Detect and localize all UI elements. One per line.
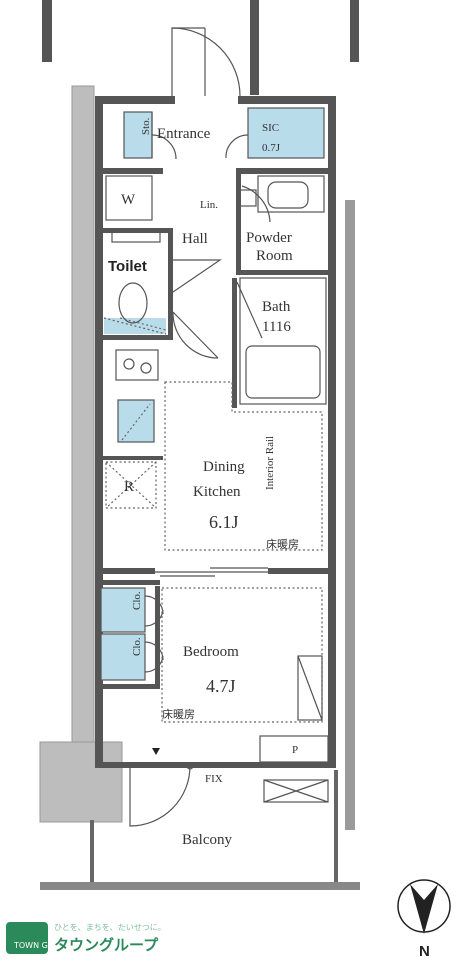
sto-closet <box>123 111 153 159</box>
vanity <box>257 175 325 213</box>
toilet-label: Toilet <box>108 258 147 275</box>
dk-door <box>172 311 219 359</box>
dining-kitchen-heated-area <box>164 381 323 551</box>
bathroom <box>239 277 327 405</box>
washer-space <box>105 175 153 221</box>
dk-floor-heating: 床暖房 <box>266 537 299 551</box>
bedroom-label: Bedroom <box>183 644 239 660</box>
sic-size: 0.7J <box>262 142 281 154</box>
hall-label: Hall <box>182 231 208 247</box>
bath-label: Bath <box>262 299 291 315</box>
linen-closet <box>239 189 257 207</box>
closet-1-label: Clo. <box>131 591 143 610</box>
balcony-door <box>129 765 191 827</box>
sink <box>267 181 309 209</box>
kitchen-sink <box>117 399 155 443</box>
entrance-label: Entrance <box>157 126 211 142</box>
company-logo: TOWN GROUP ひとを、まちを、たいせつに。 タウングループ <box>6 922 166 954</box>
sic-label: SIC <box>262 122 279 134</box>
bath-size: 1116 <box>262 319 291 335</box>
logo-mark-text: TOWN GROUP <box>13 941 71 950</box>
balcony-railing <box>40 882 360 890</box>
toilet-bowl <box>118 282 148 324</box>
north-compass: N <box>397 879 451 960</box>
fix-label: FIX <box>205 773 223 785</box>
powder-room-label-2: Room <box>256 248 293 264</box>
powder-room-label: Powder <box>246 230 292 246</box>
entry-marker <box>152 748 160 755</box>
bedroom-floor-heating: 床暖房 <box>162 707 195 721</box>
interior-walls <box>103 168 328 689</box>
dining-kitchen-size: 6.1J <box>209 512 239 532</box>
bedroom-cabinet <box>297 655 323 721</box>
outer-walls <box>95 96 336 768</box>
toilet-door <box>172 259 222 293</box>
logo-tagline: ひとを、まちを、たいせつに。 <box>54 923 166 932</box>
washer-label: W <box>121 192 136 208</box>
north-label: N <box>419 943 430 960</box>
pipe-space <box>259 735 329 763</box>
pipe-label: P <box>292 744 298 756</box>
logo-mark-icon <box>6 922 48 954</box>
bathtub <box>245 345 321 399</box>
outdoor-unit <box>263 779 329 803</box>
bedroom-heated-area <box>161 587 323 723</box>
kitchen-label: Kitchen <box>193 484 241 500</box>
interior-rail-label: Interior Rail <box>264 436 276 490</box>
dining-label: Dining <box>203 459 245 475</box>
closet-2-label: Clo. <box>131 637 143 656</box>
storage-fills <box>101 108 324 680</box>
refrigerator <box>105 461 157 509</box>
closet-1 <box>100 587 146 633</box>
linen-label: Lin. <box>200 199 218 211</box>
sic-closet <box>247 107 325 159</box>
closet-2 <box>100 633 146 681</box>
refrigerator-label: R <box>124 479 134 495</box>
stove <box>115 349 159 381</box>
logo-name: タウングループ <box>54 936 159 954</box>
bedroom-size: 4.7J <box>206 676 236 696</box>
structure-columns <box>39 0 359 830</box>
sto-label: Sto. <box>140 117 152 135</box>
balcony-label: Balcony <box>182 832 232 848</box>
